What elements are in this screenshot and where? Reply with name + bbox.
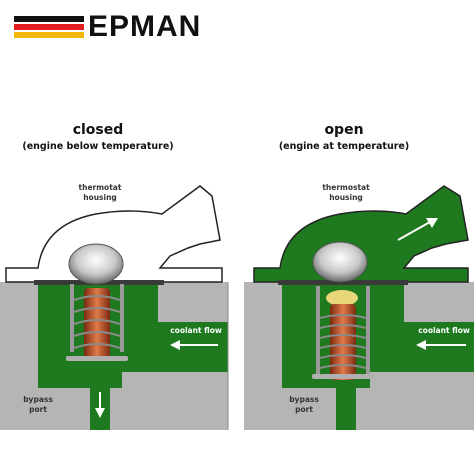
closed-flow-arrow-icon [170, 340, 218, 350]
open-housing-label-2: housing [329, 193, 363, 202]
closed-bypass-label-2: port [29, 405, 47, 414]
closed-panel: closed (engine below temperature) thermo… [0, 122, 229, 430]
open-frame-left [316, 286, 320, 374]
open-valve-dome [312, 241, 368, 283]
open-title: open [324, 122, 363, 138]
open-panel: open (engine at temperature) thermostat [244, 122, 474, 430]
open-spring [319, 314, 367, 369]
open-flange [278, 280, 408, 285]
logo-stripes [14, 15, 84, 39]
open-outlet-arrow-icon [397, 218, 438, 241]
open-bottom-plate [312, 374, 374, 379]
logo-stripe-red [14, 24, 84, 30]
closed-wax-element [84, 288, 110, 358]
logo-stripe-yellow [14, 32, 84, 38]
closed-frame-right [120, 284, 124, 352]
closed-frame-left [70, 284, 74, 352]
brand-logo: EPMAN [14, 12, 201, 42]
open-wax-cap [326, 290, 358, 306]
closed-subtitle: (engine below temperature) [22, 141, 173, 152]
open-frame-right [366, 286, 370, 374]
closed-bypass-label-1: bypass [23, 395, 53, 404]
closed-bottom-plate [66, 356, 128, 361]
closed-valve-dome [68, 243, 124, 285]
open-bypass-label-2: port [295, 405, 313, 414]
closed-housing [5, 185, 223, 283]
open-housing [253, 185, 469, 283]
closed-title: closed [73, 122, 124, 138]
open-subtitle: (engine at temperature) [279, 141, 409, 152]
open-housing-label-1: thermostat [322, 183, 370, 192]
closed-housing-label-2: housing [83, 193, 117, 202]
brand-name: EPMAN [88, 10, 202, 43]
open-flow-label: coolant flow [418, 326, 470, 335]
closed-housing-label-1: thermotat [79, 183, 122, 192]
open-bypass-label-1: bypass [289, 395, 319, 404]
logo-stripe-black [14, 16, 84, 22]
closed-bypass-arrow-icon [95, 392, 105, 418]
closed-spring [73, 295, 121, 349]
closed-flow-label: coolant flow [170, 326, 222, 335]
open-wax-element [330, 304, 356, 380]
open-flow-arrow-icon [416, 340, 466, 350]
